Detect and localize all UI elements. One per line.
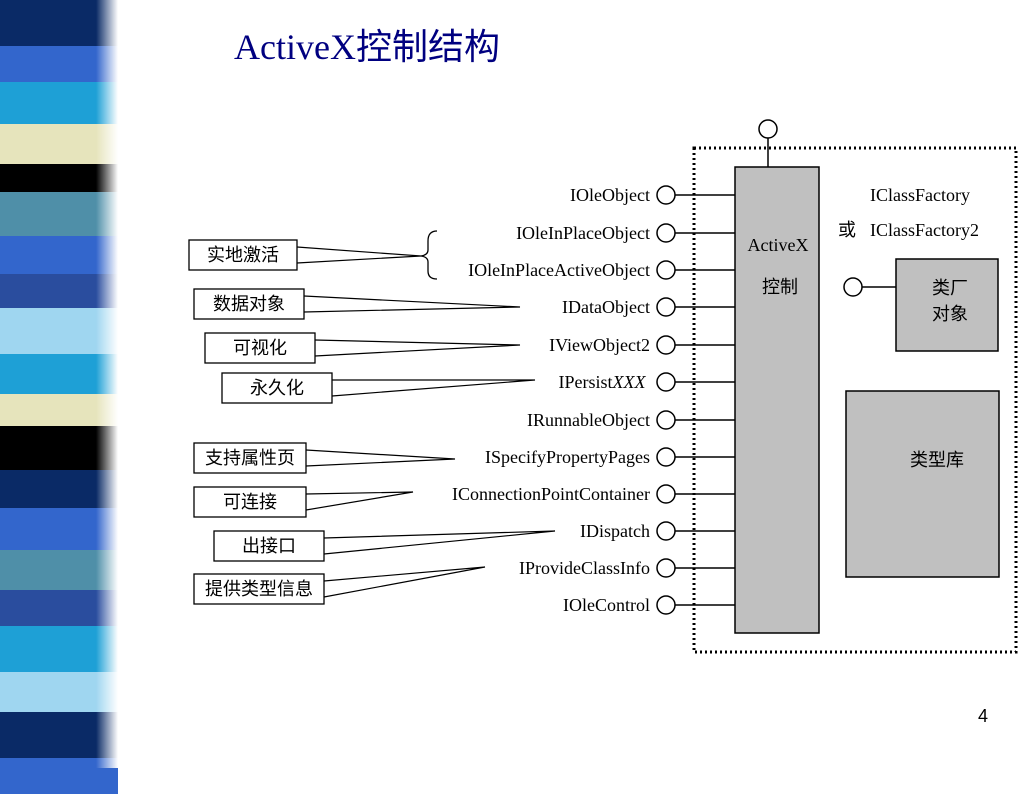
interface-lollipop — [656, 558, 676, 578]
callout-pointer — [323, 566, 486, 598]
callout-pointer — [296, 246, 422, 264]
page-number: 4 — [977, 706, 988, 726]
class-factory-or: 或 — [838, 220, 856, 240]
interface-lollipop — [656, 260, 676, 280]
callout-pointer — [303, 295, 521, 313]
interface-name-suffix: XXX — [612, 372, 651, 392]
interface-name: IProvideClassInfo — [519, 558, 650, 578]
factory-box-line1: 类厂 — [932, 278, 968, 298]
interface-label: IProvideClassInfo — [519, 558, 650, 578]
interface-name: IOleInPlaceActiveObject — [468, 260, 650, 280]
decorative-fade — [96, 0, 118, 768]
activex-control-box — [734, 166, 820, 634]
interface-name: IPersist — [559, 372, 613, 392]
slide-title: ActiveX控制结构 — [234, 27, 500, 67]
interface-name: IOleInPlaceObject — [516, 223, 650, 243]
category-label: 可连接 — [223, 492, 277, 512]
interface-name: ISpecifyPropertyPages — [485, 447, 650, 467]
interface-name: IRunnableObject — [527, 410, 650, 430]
category-label: 可视化 — [233, 338, 287, 358]
component-boundary — [692, 146, 1018, 654]
inplace-activation-bracket — [420, 230, 438, 280]
callout-pointer — [305, 449, 456, 467]
category-box — [193, 486, 307, 518]
interface-name: IConnectionPointContainer — [452, 484, 650, 504]
interface-lollipop — [656, 595, 676, 615]
category-box — [204, 332, 316, 364]
category-box — [213, 530, 325, 562]
interface-label: IDispatch — [580, 521, 650, 541]
category-box — [193, 573, 325, 605]
interface-label: IOleInPlaceObject — [516, 223, 650, 243]
activex-structure-diagram: ActiveX 控制 IClassFactory 或 IClassFactory… — [188, 119, 1018, 654]
control-box-line1: ActiveX — [748, 235, 809, 255]
category-label: 数据对象 — [213, 294, 285, 314]
interface-label: IConnectionPointContainer — [452, 484, 650, 504]
callout-pointer — [305, 491, 414, 511]
interface-lollipop — [656, 521, 676, 541]
interface-label: IPersistXXX — [559, 372, 651, 392]
interface-label: IOleControl — [563, 595, 650, 615]
callout-pointer — [314, 339, 521, 357]
category-label: 永久化 — [250, 378, 304, 398]
interface-label: IRunnableObject — [527, 410, 650, 430]
type-library-label: 类型库 — [910, 450, 964, 470]
category-label: 提供类型信息 — [205, 579, 313, 599]
class-factory-label-2: IClassFactory2 — [870, 220, 979, 240]
callout-pointer — [331, 379, 536, 397]
interface-label: IOleObject — [570, 185, 650, 205]
interface-name: IOleControl — [563, 595, 650, 615]
category-box — [193, 288, 305, 320]
category-label: 支持属性页 — [205, 448, 295, 468]
interface-name: IOleObject — [570, 185, 650, 205]
interface-label: IOleInPlaceActiveObject — [468, 260, 650, 280]
category-box — [221, 372, 333, 404]
factory-box-line2: 对象 — [932, 304, 968, 324]
interface-lollipop — [656, 335, 676, 355]
callout-pointer — [323, 530, 556, 555]
interface-lollipop — [656, 297, 676, 317]
category-box — [193, 442, 307, 474]
interface-name: IDataObject — [562, 297, 650, 317]
interface-name: IViewObject2 — [549, 335, 650, 355]
category-box — [188, 239, 298, 271]
interface-label: IDataObject — [562, 297, 650, 317]
type-library-box — [845, 390, 1000, 578]
interface-label: IViewObject2 — [549, 335, 650, 355]
interface-label: ISpecifyPropertyPages — [485, 447, 650, 467]
class-factory-label-1: IClassFactory — [870, 185, 970, 205]
category-label: 出接口 — [242, 536, 296, 556]
interface-name: IDispatch — [580, 521, 650, 541]
class-factory-lollipop — [843, 277, 863, 297]
interface-lollipop — [656, 484, 676, 504]
top-interface-lollipop — [758, 119, 778, 139]
category-label: 实地激活 — [207, 245, 279, 265]
interface-lollipop — [656, 410, 676, 430]
interface-lollipop — [656, 372, 676, 392]
class-factory-object-box — [895, 258, 999, 352]
interface-lollipop — [656, 185, 676, 205]
interface-lollipop — [656, 223, 676, 243]
decorative-sidebar — [0, 0, 118, 794]
interface-lollipop — [656, 447, 676, 467]
control-box-line2: 控制 — [762, 277, 798, 297]
